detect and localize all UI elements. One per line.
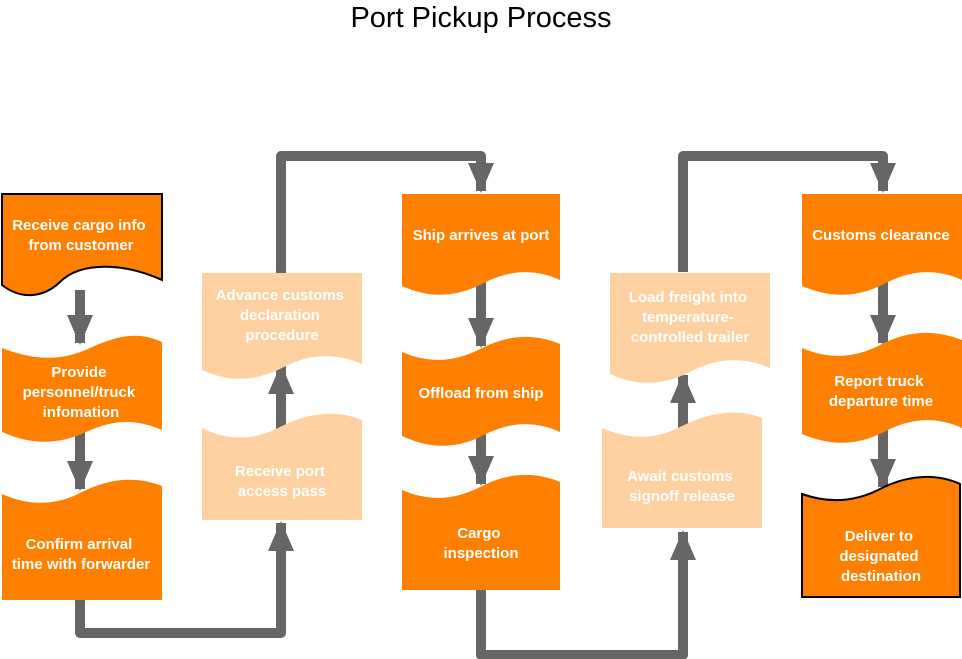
step-label: Offload from ship bbox=[419, 385, 544, 402]
step-label: Provide personnel/truck infomation bbox=[23, 364, 140, 421]
step-label: Cargo inspection bbox=[443, 525, 518, 562]
step-offload-ship[interactable]: Offload from ship bbox=[402, 336, 560, 446]
diagram-title: Port Pickup Process bbox=[350, 2, 612, 34]
step-ship-arrives[interactable]: Ship arrives at port bbox=[402, 194, 560, 295]
step-advance-customs[interactable]: Advance customs declaration procedure bbox=[202, 273, 362, 379]
step-shape bbox=[602, 412, 762, 528]
step-label-line: designated bbox=[839, 548, 918, 565]
step-label: Await customs signoff release bbox=[627, 468, 737, 505]
nodes: Receive cargo info from customer Provide… bbox=[1, 193, 962, 600]
step-shape bbox=[801, 476, 961, 598]
step-shape bbox=[202, 413, 362, 520]
step-shape bbox=[802, 332, 962, 443]
step-shape bbox=[402, 474, 560, 590]
step-shape bbox=[202, 273, 362, 379]
step-provide-personnel[interactable]: Provide personnel/truck infomation bbox=[2, 335, 162, 442]
step-label: Advance customs declaration procedure bbox=[216, 287, 349, 344]
step-label-line: Offload from ship bbox=[419, 385, 544, 402]
step-label-line: Advance customs bbox=[216, 287, 344, 304]
connector-inspection-to-await bbox=[476, 530, 696, 659]
step-shape bbox=[2, 479, 162, 600]
step-label-line: Load freight into bbox=[629, 289, 747, 306]
step-label-line: Report truck bbox=[834, 373, 924, 390]
step-label: Confirm arrival time with forwarder bbox=[12, 536, 151, 573]
step-shape bbox=[610, 273, 770, 383]
step-shape bbox=[2, 335, 162, 442]
step-shape bbox=[802, 194, 962, 295]
step-label-line: Deliver to bbox=[845, 528, 913, 545]
step-deliver-destination[interactable]: Deliver to designated destination bbox=[801, 476, 961, 598]
step-shape bbox=[402, 194, 560, 295]
step-label-line: Provide bbox=[51, 364, 106, 381]
step-label-line: departure time bbox=[829, 393, 933, 410]
connector-confirm-to-port-pass bbox=[75, 521, 294, 638]
step-customs-clearance[interactable]: Customs clearance bbox=[802, 194, 962, 295]
step-confirm-arrival[interactable]: Confirm arrival time with forwarder bbox=[2, 479, 162, 600]
step-label-line: destination bbox=[841, 568, 921, 585]
step-label-line: temperature- bbox=[642, 309, 734, 326]
step-label-line: controlled trailer bbox=[631, 329, 750, 346]
step-label: Report truck departure time bbox=[829, 373, 933, 410]
step-label-line: personnel/truck bbox=[23, 384, 136, 401]
step-label-line: signoff release bbox=[629, 488, 735, 505]
step-label-line: Customs clearance bbox=[812, 227, 950, 244]
step-receive-port-pass[interactable]: Receive port access pass bbox=[202, 413, 362, 520]
step-label-line: Await customs bbox=[627, 468, 733, 485]
step-shape bbox=[402, 336, 560, 446]
step-label-line: Ship arrives at port bbox=[413, 227, 550, 244]
step-label: Receive cargo info from customer bbox=[12, 217, 150, 254]
step-label: Ship arrives at port bbox=[413, 227, 550, 244]
step-label: Receive port access pass bbox=[235, 463, 329, 500]
step-cargo-inspection[interactable]: Cargo inspection bbox=[402, 474, 560, 590]
step-report-departure[interactable]: Report truck departure time bbox=[802, 332, 962, 443]
step-label-line: Confirm arrival bbox=[26, 536, 133, 553]
step-label-line: Receive cargo info bbox=[12, 217, 145, 234]
step-label-line: infomation bbox=[43, 404, 120, 421]
step-label-line: access pass bbox=[238, 483, 326, 500]
step-label: Load freight into temperature- controlle… bbox=[629, 289, 752, 346]
step-label: Customs clearance bbox=[812, 227, 950, 244]
connector-load-to-customs bbox=[678, 151, 896, 272]
connector-advance-customs-to-ship bbox=[276, 151, 494, 275]
step-label: Deliver to designated destination bbox=[839, 528, 922, 585]
step-label-line: Receive port bbox=[235, 463, 325, 480]
step-label-line: from customer bbox=[28, 237, 133, 254]
step-label-line: inspection bbox=[443, 545, 518, 562]
step-label-line: declaration bbox=[240, 307, 320, 324]
step-shape bbox=[1, 193, 163, 297]
step-label-line: Cargo bbox=[457, 525, 500, 542]
step-await-customs[interactable]: Await customs signoff release bbox=[602, 412, 762, 528]
step-receive-cargo-info[interactable]: Receive cargo info from customer bbox=[1, 193, 163, 297]
connectors bbox=[67, 151, 896, 659]
step-label-line: procedure bbox=[245, 327, 318, 344]
step-load-freight[interactable]: Load freight into temperature- controlle… bbox=[610, 273, 770, 383]
step-label-line: time with forwarder bbox=[12, 556, 151, 573]
